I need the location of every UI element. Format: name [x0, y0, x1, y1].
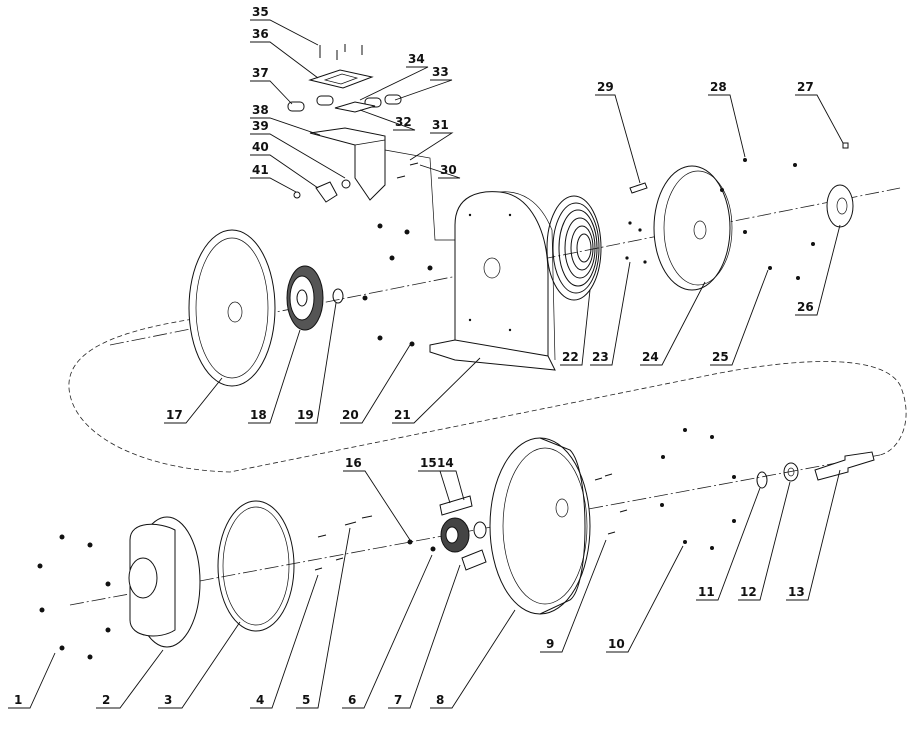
part-21-bracket	[429, 191, 556, 371]
part-25-screws	[720, 158, 815, 280]
callout-22: 22	[562, 350, 579, 364]
callout-37: 37	[252, 66, 269, 80]
callout-18: 18	[250, 408, 267, 422]
callout-39: 39	[252, 119, 269, 133]
callout-5: 5	[302, 693, 310, 707]
callout-8: 8	[436, 693, 444, 707]
callout-13: 13	[788, 585, 805, 599]
part-3-gasket	[217, 500, 295, 632]
part-26-flange	[826, 184, 854, 228]
callout-27: 27	[797, 80, 814, 94]
callout-36: 36	[252, 27, 269, 41]
callout-2: 2	[102, 693, 110, 707]
part-9-10-screws	[594, 428, 736, 550]
callout-7: 7	[394, 693, 402, 707]
callout-24: 24	[642, 350, 659, 364]
callout-11: 11	[698, 585, 715, 599]
callout-6: 6	[348, 693, 356, 707]
callout-16: 16	[345, 456, 362, 470]
part-8-drum	[489, 437, 591, 615]
callout-31: 31	[432, 118, 449, 132]
part-29-pin	[629, 182, 648, 194]
callout-41: 41	[252, 163, 269, 177]
part-18-sprocket	[286, 265, 324, 331]
part-23-screws	[625, 221, 647, 264]
callout-34: 34	[408, 52, 425, 66]
part-22-spiral-spring	[546, 195, 602, 301]
part-11-clip	[756, 471, 768, 489]
callout-32: 32	[395, 115, 412, 129]
callout-3: 3	[164, 693, 172, 707]
lower-center-axis	[69, 454, 881, 606]
callout-26: 26	[797, 300, 814, 314]
part-27-nut	[842, 142, 849, 149]
part-4-5-bolts	[314, 515, 373, 571]
callout-4: 4	[256, 693, 264, 707]
part-14-15-brush	[439, 495, 487, 553]
upper-assembly	[287, 44, 455, 241]
part-12-washer	[783, 462, 799, 482]
callout-1: 1	[14, 693, 22, 707]
part-1-screws	[37, 534, 111, 660]
callout-40: 40	[252, 140, 269, 154]
callout-10: 10	[608, 637, 625, 651]
part-7-connector	[461, 549, 487, 571]
callout-15: 15	[420, 456, 437, 470]
part-6-screw	[430, 546, 436, 552]
part-19-ring	[332, 288, 344, 304]
callout-23: 23	[592, 350, 609, 364]
part-13-shaft	[814, 451, 875, 481]
callout-29: 29	[597, 80, 614, 94]
part-20-screws	[362, 223, 433, 347]
callout-35: 35	[252, 5, 269, 19]
callout-14: 14	[437, 456, 454, 470]
part-2-cover	[128, 516, 201, 648]
callout-17: 17	[166, 408, 183, 422]
callout-28: 28	[710, 80, 727, 94]
part-17-disc	[188, 229, 276, 387]
part-16-screw	[407, 539, 413, 545]
leader-lines	[8, 19, 844, 709]
callout-30: 30	[440, 163, 457, 177]
callout-9: 9	[546, 637, 554, 651]
callout-labels: 1 2 3 4 5 6 7 8 9 10 11 12 13 14 15 16 1…	[14, 5, 814, 707]
callout-33: 33	[432, 65, 449, 79]
callout-21: 21	[394, 408, 411, 422]
callout-38: 38	[252, 103, 269, 117]
callout-12: 12	[740, 585, 757, 599]
cable-path	[68, 317, 907, 473]
callout-20: 20	[342, 408, 359, 422]
part-24-cover	[653, 165, 733, 291]
callout-25: 25	[712, 350, 729, 364]
callout-19: 19	[297, 408, 314, 422]
